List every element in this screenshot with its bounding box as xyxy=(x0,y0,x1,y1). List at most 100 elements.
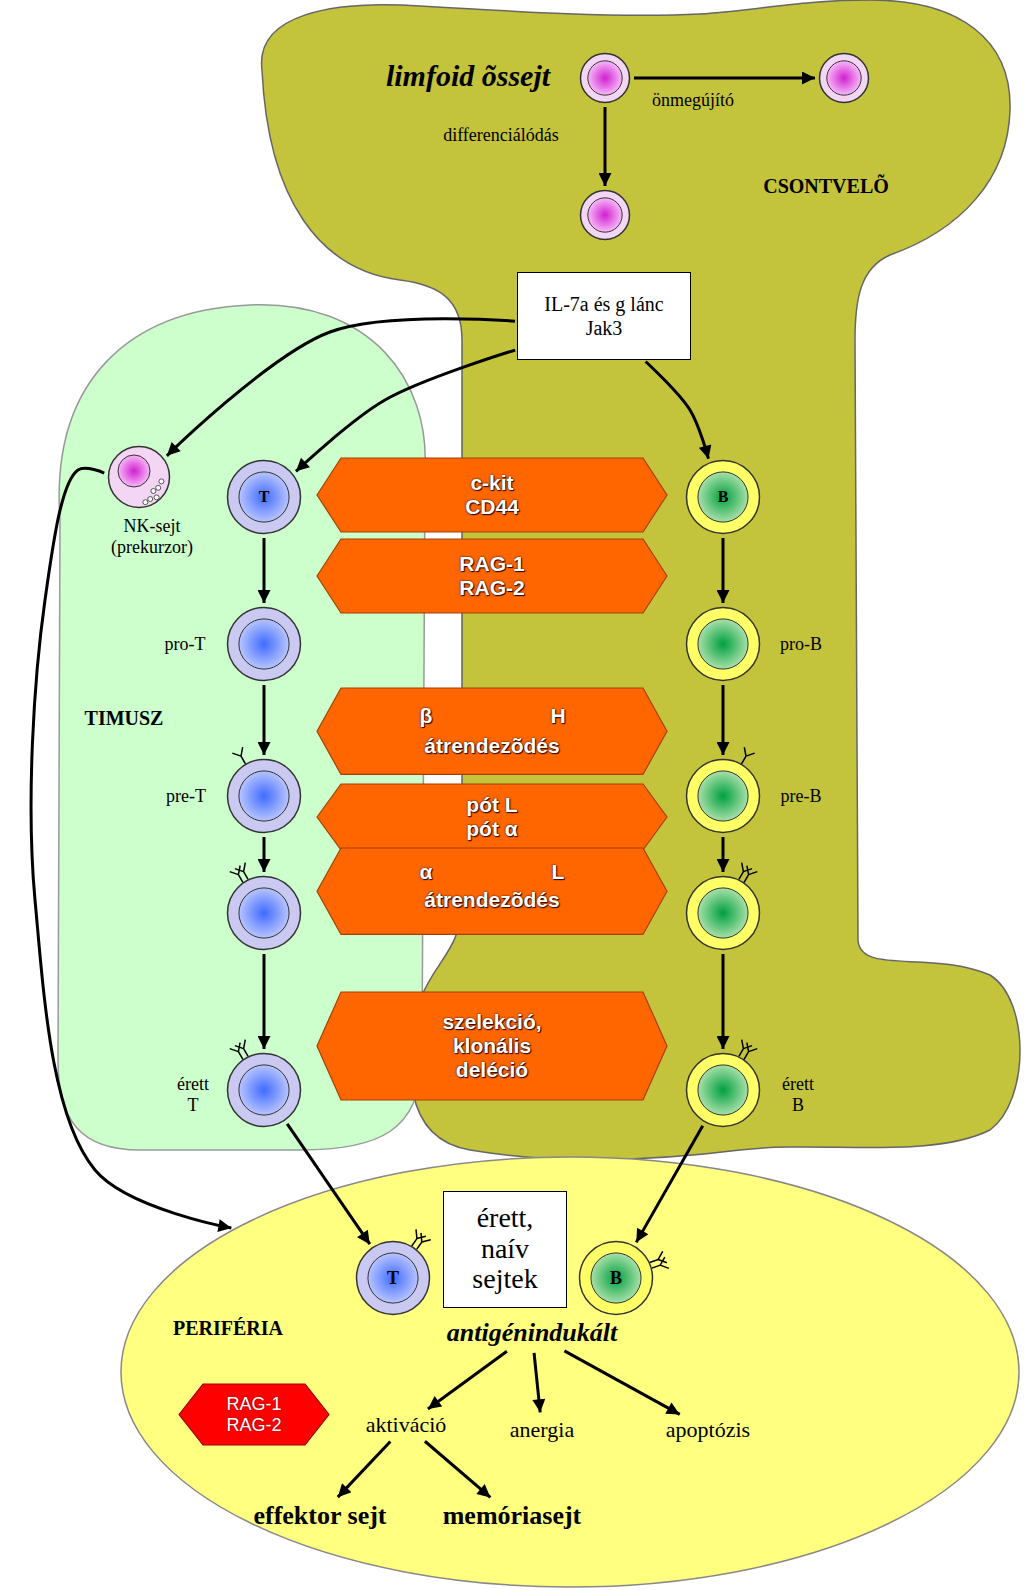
signal-box: IL-7a és g lánc Jak3 xyxy=(517,272,691,360)
node-text: érett, naív sejtek xyxy=(455,1203,555,1295)
node-text: átrendezõdés xyxy=(424,888,559,912)
node-text: effektor sejt xyxy=(253,1501,386,1531)
receptor-symbol xyxy=(739,866,757,886)
node-text: szelekció, klonális deléció xyxy=(432,1010,552,1082)
stem-cell xyxy=(818,52,870,104)
node-text: érett B xyxy=(775,1074,821,1115)
edge-label: differenciálódás xyxy=(443,125,559,146)
nk-cell-outline xyxy=(107,445,171,509)
cell-membrane xyxy=(687,1054,760,1127)
cell-nucleus xyxy=(239,888,289,938)
node-text: PERIFÉRIA xyxy=(173,1317,283,1340)
node-text: RAG-1 RAG-2 xyxy=(447,552,537,600)
receptor-symbol xyxy=(235,1040,253,1060)
t-cell: pro-T xyxy=(226,606,302,682)
outcome-text: anergia xyxy=(508,1416,576,1443)
node-text: H xyxy=(550,704,565,728)
outcome-text: aktiváció xyxy=(364,1411,449,1438)
stem-cell-outline xyxy=(579,52,631,104)
stem-cell xyxy=(579,189,631,241)
granule xyxy=(156,485,161,490)
receptor-symbol xyxy=(739,1043,757,1063)
hexagon-outline xyxy=(317,992,667,1100)
node-text: memóriasejt xyxy=(443,1501,582,1531)
b-cell xyxy=(685,875,761,951)
t-cell-outline xyxy=(226,758,302,834)
cell-membrane xyxy=(228,877,301,950)
label-box: érett, naív sejtek xyxy=(443,1191,567,1308)
cell-membrane xyxy=(820,54,869,103)
node-text: pro-B xyxy=(780,634,822,655)
cell-nucleus xyxy=(698,771,748,821)
cell-nucleus xyxy=(698,472,748,522)
receptor-symbol xyxy=(650,1257,669,1274)
node-text: átrendezõdés xyxy=(424,734,559,758)
node-text: apoptózis xyxy=(666,1417,750,1442)
cell-membrane xyxy=(228,608,301,681)
node-text: T xyxy=(259,488,270,506)
b-cell-outline xyxy=(685,875,761,951)
stage-hexagon: pót L pót α xyxy=(317,784,667,850)
t-cell: pre-T xyxy=(226,758,302,834)
cell-membrane xyxy=(580,1242,653,1315)
stage-hexagon: c-kit CD44 xyxy=(317,458,667,532)
cell-nucleus xyxy=(118,455,150,487)
t-cell: T xyxy=(226,459,302,535)
node-text: TIMUSZ xyxy=(85,707,164,730)
connector-arrow xyxy=(263,685,266,755)
b-cell: érett B xyxy=(685,1052,761,1128)
receptor-symbol xyxy=(232,747,250,767)
cell-nucleus xyxy=(698,888,748,938)
cell-nucleus xyxy=(827,61,861,95)
t-cell-outline xyxy=(226,875,302,951)
outcome-text: effektor sejt xyxy=(251,1500,388,1532)
granule xyxy=(151,489,156,494)
hexagon-outline xyxy=(179,1384,329,1445)
cell-membrane xyxy=(357,1242,430,1315)
connector-arrow xyxy=(722,954,725,1049)
outcome-text: antigénindukált xyxy=(445,1317,620,1349)
t-cell xyxy=(226,875,302,951)
node-text: B xyxy=(718,488,729,506)
node-text: IL-7a és g lánc Jak3 xyxy=(529,292,679,340)
node-text: pre-B xyxy=(781,786,822,807)
node-text: érett T xyxy=(170,1074,216,1115)
connector-arrow xyxy=(604,107,607,186)
periphery-region: Térett, naív sejtek B RAG-1 RAG-2 antigénin… xyxy=(120,1156,1020,1588)
b-cell-outline xyxy=(685,1052,761,1128)
node-text: T xyxy=(387,1268,399,1289)
cell-membrane xyxy=(228,461,301,534)
cell-nucleus xyxy=(239,771,289,821)
connector-arrow xyxy=(263,954,266,1049)
outcome-text: memóriasejt xyxy=(441,1500,584,1532)
b-cell: pro-B xyxy=(685,606,761,682)
node-text: α xyxy=(420,860,433,884)
stage-hexagon: szelekció, klonális deléció xyxy=(317,992,667,1100)
receptor-symbol xyxy=(407,1229,426,1249)
stem-cell-outline xyxy=(818,52,870,104)
granule xyxy=(159,479,164,484)
cell-nucleus xyxy=(239,619,289,669)
granule xyxy=(143,500,148,505)
b-cell: B xyxy=(578,1240,654,1316)
node-text: CSONTVELÕ xyxy=(763,175,889,198)
cell-nucleus xyxy=(588,198,622,232)
cell-membrane xyxy=(687,877,760,950)
stage-hexagon: βHátrendezõdés xyxy=(317,688,667,774)
cell-nucleus xyxy=(698,1065,748,1115)
cell-nucleus xyxy=(239,1065,289,1115)
stem-cell-outline xyxy=(579,189,631,241)
node-text: antigénindukált xyxy=(447,1318,618,1348)
region-outline xyxy=(121,1157,1019,1587)
rag-hexagon: RAG-1 RAG-2 xyxy=(179,1384,329,1445)
t-cell-outline xyxy=(226,1052,302,1128)
b-cell: B xyxy=(685,459,761,535)
connector-arrow xyxy=(263,538,266,603)
cell-membrane xyxy=(581,191,630,240)
hexagon-outline xyxy=(317,458,667,532)
stage-hexagon-outline xyxy=(317,688,667,774)
node-text: anergia xyxy=(510,1417,574,1442)
connector-arrow xyxy=(722,685,725,755)
hexagon-outline xyxy=(317,784,667,850)
